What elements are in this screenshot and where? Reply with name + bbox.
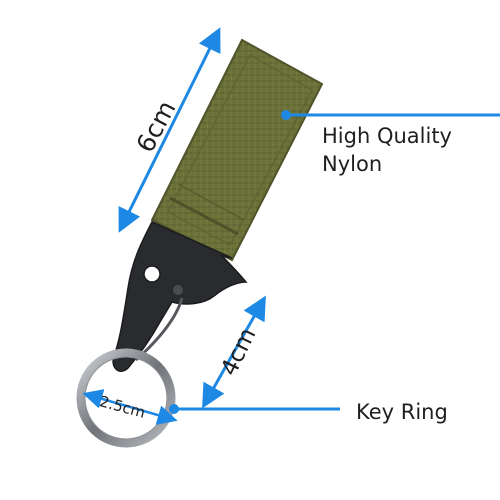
ring-diameter-arrow [82, 389, 178, 425]
nylon-label-line1: High Quality [322, 124, 452, 148]
nylon-strap [150, 38, 324, 262]
carabiner-hook [112, 221, 248, 372]
nylon-label-line2: Nylon [322, 152, 383, 176]
key-ring-label: Key Ring [356, 400, 448, 424]
nylon-callout [281, 110, 500, 120]
nylon-label: High Quality Nylon [322, 122, 452, 178]
hook-length-arrow [202, 295, 266, 409]
key-ring-callout [169, 404, 340, 414]
strap-length-arrow [118, 27, 221, 233]
